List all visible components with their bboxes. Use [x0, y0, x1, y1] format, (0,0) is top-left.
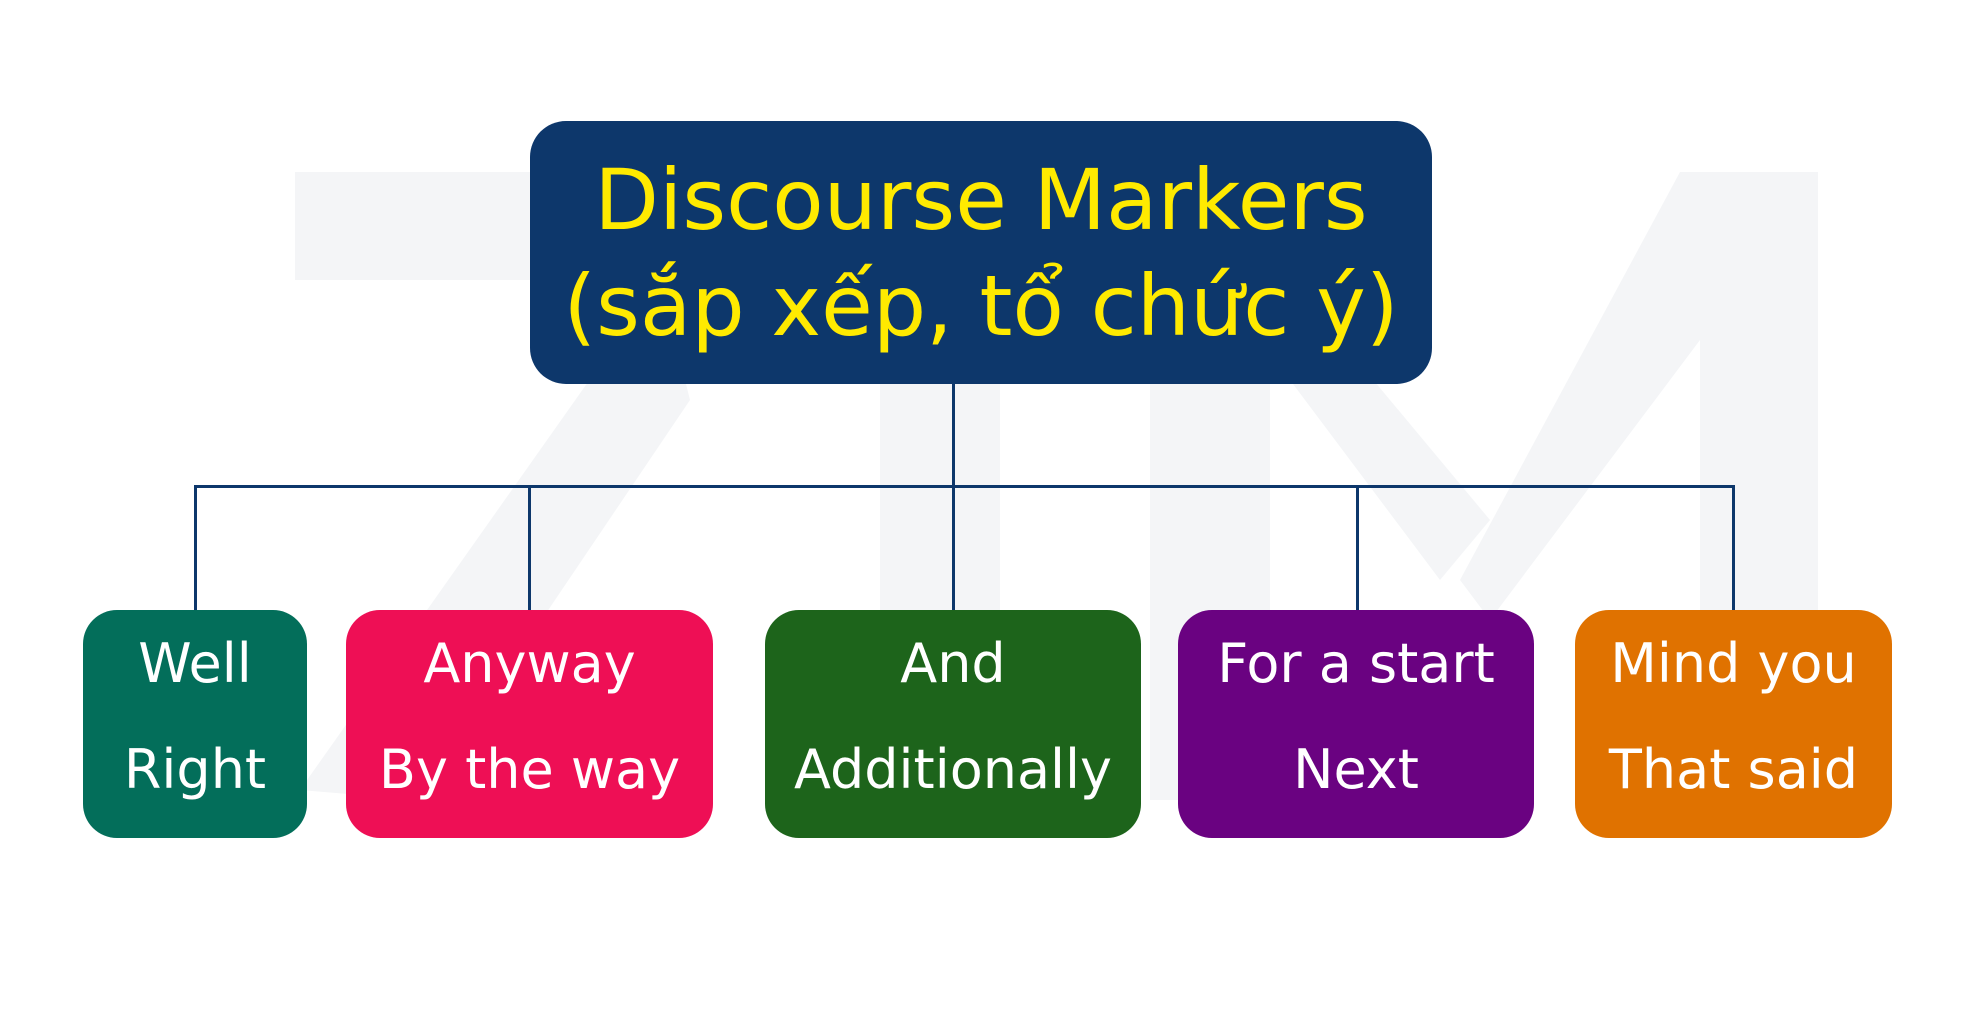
connector-trunk — [952, 384, 955, 486]
node-line1: For a start — [1217, 632, 1495, 695]
root-node: Discourse Markers (sắp xếp, tổ chức ý) — [530, 121, 1432, 384]
child-node-and: And Additionally — [765, 610, 1141, 838]
root-title-line1: Discourse Markers — [594, 150, 1368, 249]
connector-4 — [1356, 486, 1359, 610]
node-line1: Mind you — [1610, 632, 1857, 695]
node-line2: Right — [123, 738, 267, 801]
node-line1: Well — [138, 632, 252, 695]
node-line2: Next — [1293, 738, 1419, 801]
node-line2: By the way — [378, 738, 681, 801]
child-node-anyway: Anyway By the way — [346, 610, 713, 838]
connector-2 — [528, 486, 531, 610]
node-line2: That said — [1608, 738, 1859, 801]
node-line2: Additionally — [793, 738, 1113, 801]
connector-horizontal — [194, 485, 1735, 488]
child-node-for-a-start: For a start Next — [1178, 610, 1534, 838]
child-node-mind-you: Mind you That said — [1575, 610, 1892, 838]
connector-1 — [194, 486, 197, 610]
root-title-line2: (sắp xếp, tổ chức ý) — [563, 256, 1399, 355]
connector-5 — [1732, 486, 1735, 610]
node-line1: Anyway — [423, 632, 636, 695]
child-node-well: Well Right — [83, 610, 307, 838]
node-line1: And — [900, 632, 1006, 695]
connector-3 — [952, 486, 955, 610]
